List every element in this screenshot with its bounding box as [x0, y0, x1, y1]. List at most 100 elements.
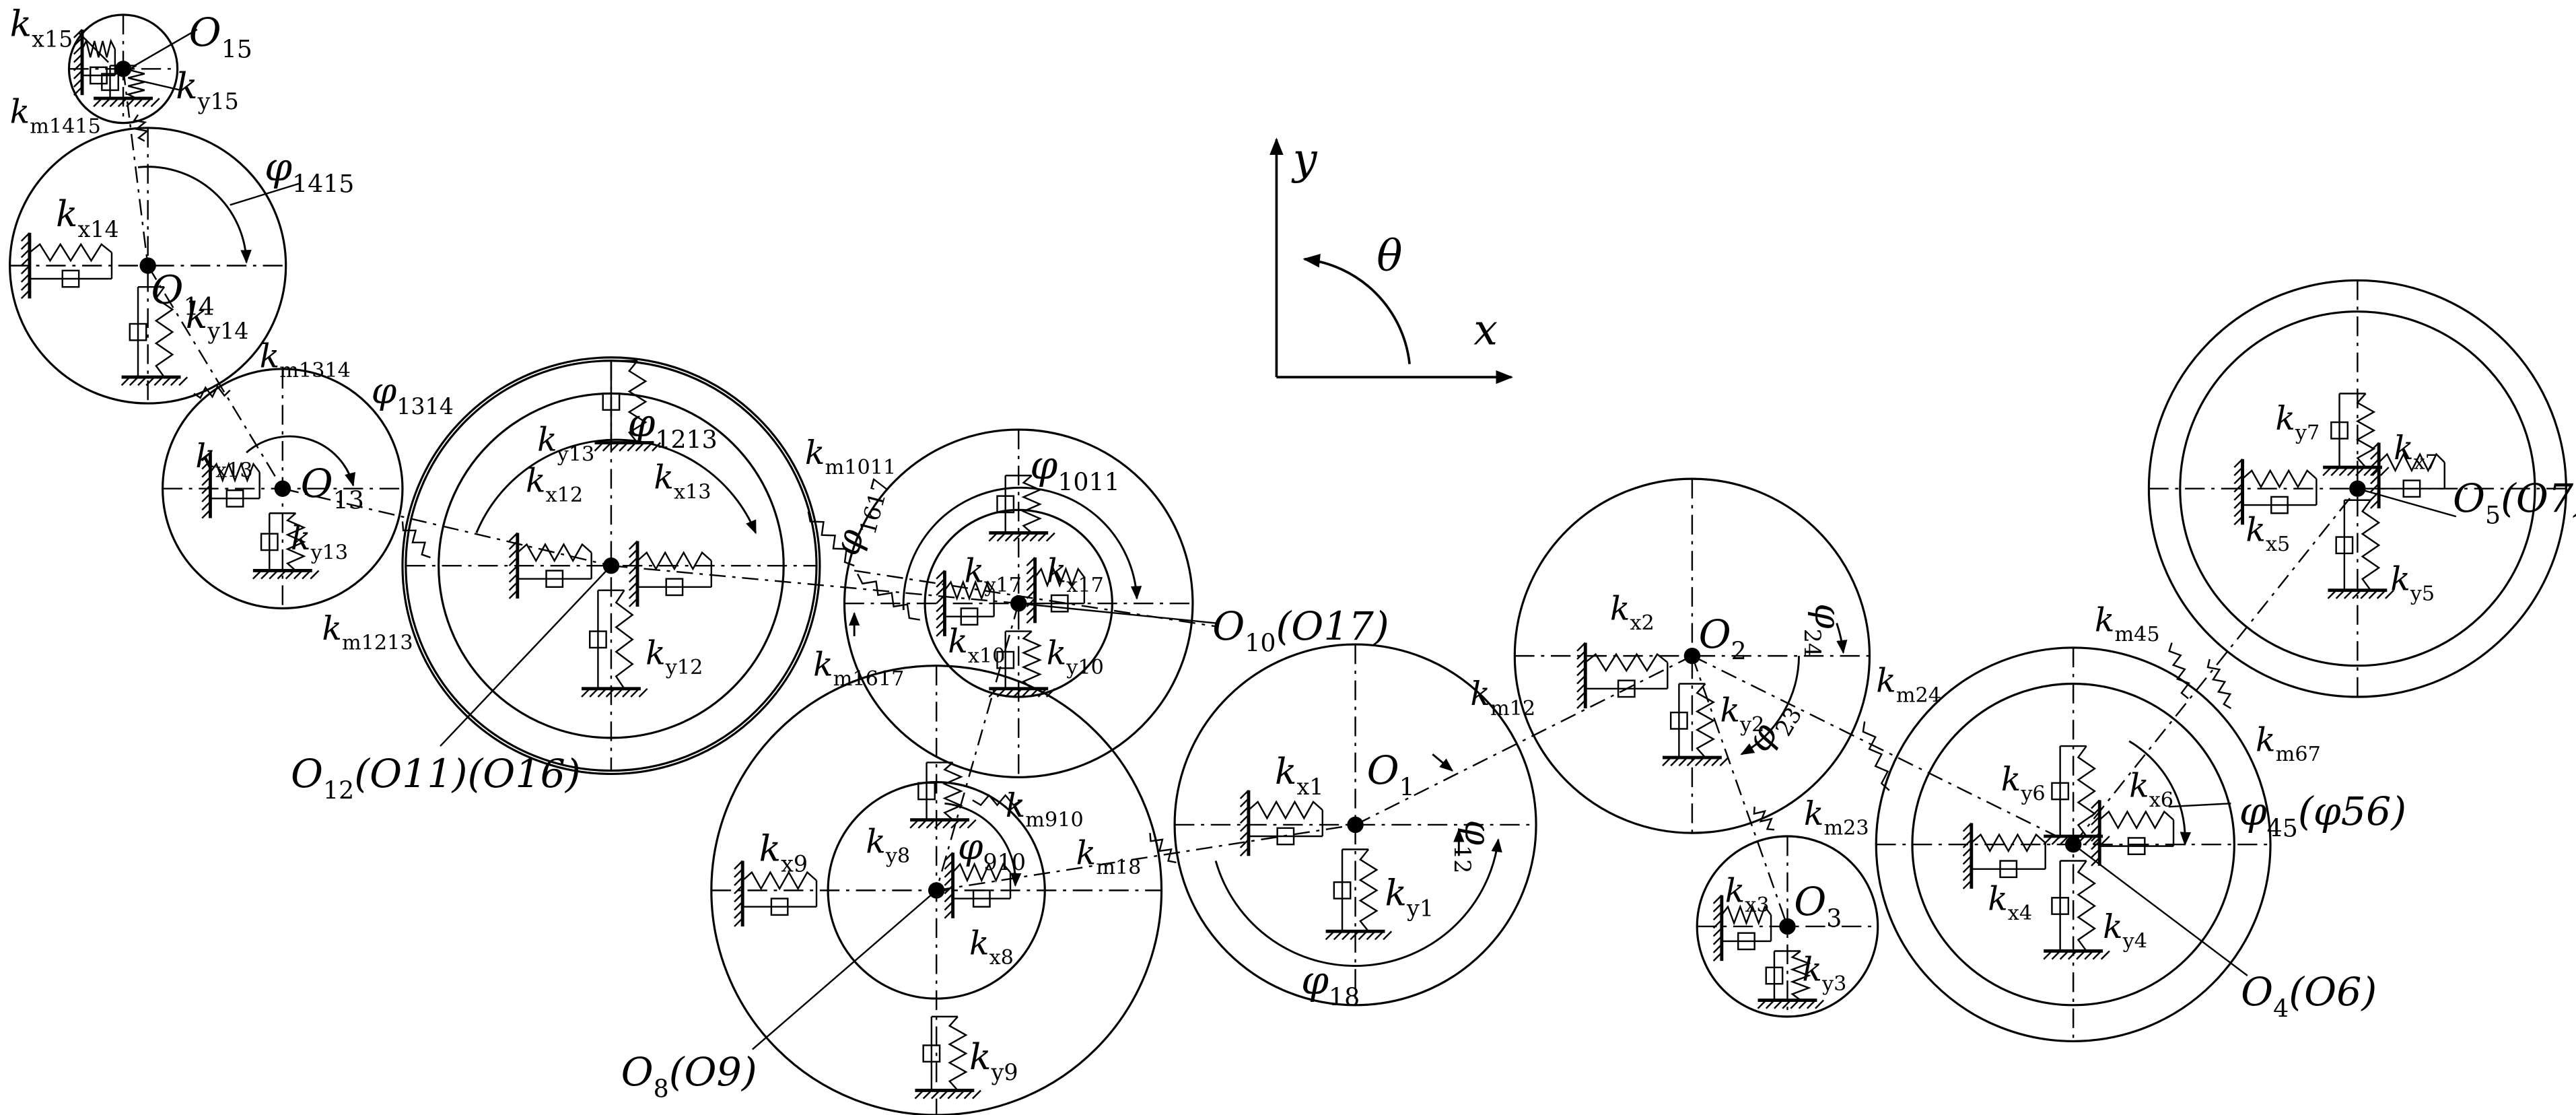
support-y13b-wall-hatch	[602, 442, 612, 452]
link-13-12	[282, 487, 612, 567]
support-y17-wall-hatch	[1029, 532, 1039, 542]
link-14-13	[147, 265, 283, 489]
support-x1-wall-hatch	[1239, 806, 1249, 816]
support-x6-wall-hatch	[2091, 824, 2101, 834]
label-o4-main: O	[2241, 969, 2273, 1015]
support-x17-wall-hatch	[1026, 573, 1036, 583]
support-y8-wall-hatch	[950, 819, 961, 829]
label-o13: O13	[301, 461, 364, 514]
label-kx8-sub: x8	[989, 946, 1014, 970]
gear-8-9-center-dot	[928, 882, 945, 899]
label-ky15: ky15	[176, 65, 239, 114]
label-phi910: φ910	[958, 825, 1026, 875]
link-1-2	[1355, 655, 1693, 826]
support-y9-wall-hatch	[963, 1089, 973, 1100]
support-y1-wall-hatch	[1366, 931, 1376, 941]
label-kx1: kx1	[1275, 750, 1324, 800]
support-x12-wall-hatch	[508, 589, 518, 599]
label-kx12-main: k	[526, 463, 546, 500]
support-x13b-wall-hatch	[628, 573, 638, 583]
support-y7-wall-hatch	[2346, 467, 2357, 477]
support-x9-wall-hatch	[734, 909, 744, 919]
support-y17-damper	[996, 495, 1015, 514]
theta-arrow	[1302, 254, 1411, 364]
label-km24-main: k	[1876, 663, 1896, 700]
support-x13a-wall-hatch	[201, 493, 211, 503]
label-ky17-main: k	[965, 553, 985, 590]
label-o5-rest: (O7)	[2501, 475, 2576, 521]
label-o3-main: O	[1794, 879, 1826, 924]
support-x1-wall-hatch	[1239, 822, 1249, 832]
label-ky13a-main: k	[291, 520, 311, 558]
label-km1213-sub: m1213	[342, 631, 413, 654]
support-y17-wall-hatch	[1013, 532, 1022, 542]
support-x2-wall-hatch	[1576, 667, 1587, 677]
support-y7-wall-hatch	[2322, 467, 2332, 477]
label-km45-sub: m45	[2114, 623, 2159, 646]
label-km1314-main: k	[260, 338, 280, 376]
support-x5-wall-hatch	[2233, 467, 2243, 477]
label-ky13a: ky13	[291, 520, 348, 565]
leader-phi45	[2168, 803, 2231, 808]
label-kx12: kx12	[526, 463, 583, 508]
label-layer: O15O14O13O1O2O3O12(O11)(O16)O10(O17)O8(O…	[10, 3, 2576, 1104]
support-x13b-wall-hatch	[628, 581, 638, 591]
label-o13-main: O	[301, 461, 333, 506]
support-y10-spring	[1021, 630, 1043, 689]
support-x1-wall-hatch	[1239, 839, 1249, 848]
support-y6-wall-hatch	[2051, 836, 2061, 846]
support-x9-wall-hatch	[734, 885, 744, 895]
support-x7-wall-hatch	[2370, 483, 2379, 493]
support-y12-wall-hatch	[589, 687, 599, 698]
label-o8-rest: (O9)	[669, 1049, 757, 1095]
support-x6-damper	[2127, 837, 2146, 856]
leader-o12	[440, 565, 612, 747]
angle-arc-phi1213	[475, 438, 757, 535]
support-x3-wall-hatch	[1712, 927, 1722, 937]
leader-o5	[2357, 487, 2457, 518]
label-phi45-rest: (φ56)	[2298, 788, 2406, 834]
support-x13b-spring	[637, 551, 712, 571]
support-x15-wall-hatch	[73, 78, 83, 88]
label-ky9-main: k	[969, 1036, 991, 1078]
support-x8-wall-hatch	[944, 901, 954, 911]
support-y3-wall-hatch	[1765, 999, 1775, 1009]
label-kx1-main: k	[1275, 750, 1297, 792]
label-km45: km45	[2095, 602, 2160, 647]
support-x8-wall-hatch	[944, 868, 954, 878]
support-y2-wall-hatch	[1670, 757, 1680, 767]
support-x12-wall-hatch	[508, 573, 518, 583]
support-x12-wall-hatch	[508, 565, 518, 575]
support-y13b-damper	[602, 393, 621, 411]
label-ky13b-main: k	[537, 421, 557, 459]
support-x6-wall-hatch	[2091, 848, 2101, 858]
coordinate-system	[1269, 137, 1513, 384]
leader-o4	[2073, 844, 2248, 976]
label-o1-main: O	[1367, 747, 1399, 793]
label-km18-sub: m18	[1096, 856, 1141, 879]
support-x12-wall-hatch	[508, 557, 518, 567]
support-x13a-wall-hatch	[201, 509, 211, 519]
label-ky10-sub: y10	[1066, 656, 1104, 679]
label-km910-sub: m910	[1025, 808, 1083, 832]
axis-label-theta: θ	[1377, 231, 1402, 281]
label-o10-main: O	[1212, 603, 1245, 649]
support-y7-wall-hatch	[2379, 467, 2390, 477]
support-x13b-damper	[665, 578, 684, 597]
support-y3-wall-hatch	[1790, 999, 1800, 1009]
leader-o8	[752, 889, 937, 1050]
support-y6-wall-hatch	[2100, 836, 2110, 846]
support-x10-spring	[944, 580, 995, 601]
leader-phi1415	[230, 182, 300, 206]
support-y17-wall-hatch	[1037, 532, 1047, 542]
label-ky9-sub: y9	[991, 1059, 1018, 1085]
label-phi45-sub: 45	[2267, 814, 2298, 843]
label-o5: O5(O7)	[2453, 475, 2576, 529]
label-phi24-sub: 24	[1799, 629, 1825, 657]
support-y17-spring	[1021, 475, 1043, 534]
label-o15: O15	[189, 9, 252, 63]
label-phi1213: φ1213	[627, 400, 717, 454]
label-ky17: ky17	[965, 553, 1022, 598]
label-km24: km24	[1876, 663, 1941, 708]
support-x10-damper	[960, 607, 979, 626]
